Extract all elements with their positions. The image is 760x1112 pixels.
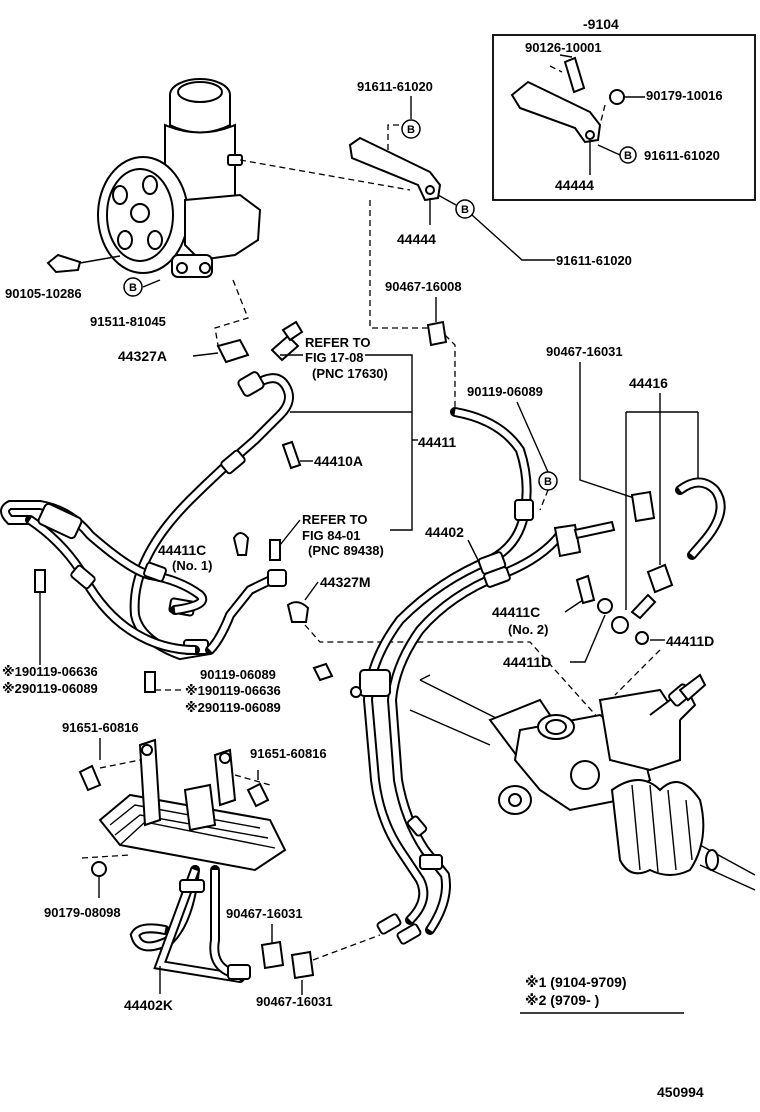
bolt-91651-b (246, 782, 270, 808)
legend-line-2: ※2 (9709- ) (525, 992, 599, 1008)
label-44327A: 44327A (118, 348, 167, 364)
label-91651-60816-b: 91651-60816 (250, 746, 327, 761)
hose-44411 (129, 371, 294, 661)
label-90467-16031-right: 90467-16031 (546, 344, 623, 359)
label-91611-61020-right: 91611-61020 (556, 253, 632, 268)
svg-text:B: B (407, 124, 415, 136)
label-90119-06089-mid: 90119-06089 (200, 667, 276, 682)
bolt-91651-a (78, 764, 102, 792)
label-91611-61020-top: 91611-61020 (357, 79, 433, 94)
cooler-tube-44402K (98, 738, 287, 983)
label-44444: 44444 (397, 231, 436, 247)
sensor-44411C-no2 (575, 574, 596, 605)
bolt-90119-left (34, 569, 46, 593)
label-44416: 44416 (629, 375, 668, 391)
clip-44327M (286, 601, 310, 623)
label-44411C-no1: 44411C (158, 542, 206, 558)
washer-44411D-b (611, 616, 629, 634)
power-steering-pump (46, 78, 262, 278)
label-44411D-b: 44411D (666, 633, 714, 649)
label-pn2-left: ※290119-06089 (2, 681, 98, 696)
inset-b-badge: B (619, 146, 637, 164)
label-90467-16031-mid: 90467-16031 (226, 906, 303, 921)
legend-line-1: ※1 (9104-9709) (525, 974, 627, 990)
refer2-line-b: FIG 84-01 (302, 528, 361, 543)
b-badge-right: B (455, 199, 475, 219)
label-44411C-no2-sub: (No. 2) (508, 622, 548, 637)
bracket-44416 (646, 563, 674, 594)
inset-title: -9104 (583, 16, 619, 32)
label-pn1-mid: ※190119-06636 (185, 683, 281, 698)
label-44410A: 44410A (314, 453, 363, 469)
label-44402K: 44402K (124, 997, 173, 1013)
refer2-line-c: (PNC 89438) (308, 543, 384, 558)
svg-text:B: B (461, 204, 469, 216)
refer1-line-c: (PNC 17630) (312, 366, 388, 381)
inset-9104: -9104 90126-10001 90179-10016 91611-6102… (492, 16, 756, 201)
steering-gear-assembly (409, 673, 756, 891)
inset-bolt-label: 90126-10001 (525, 40, 602, 55)
inset-nut-label: 90179-10016 (646, 88, 723, 103)
b-badge-top: B (401, 119, 421, 139)
b-badge-mid: B (538, 471, 558, 491)
bolt-90119-mid (312, 662, 334, 682)
label-44402: 44402 (425, 524, 464, 540)
label-44411: 44411 (418, 434, 456, 450)
inset-frame (492, 34, 756, 201)
sensor-44411C-no1 (232, 532, 250, 556)
label-pn2-mid: ※290119-06089 (185, 700, 281, 715)
label-90467-16031-bot: 90467-16031 (256, 994, 333, 1009)
inset-b-part-label: 91611-61020 (644, 148, 720, 163)
label-90467-16008: 90467-16008 (385, 279, 462, 294)
b-badge-pump: B (123, 277, 143, 297)
nut-90179-08098 (91, 861, 107, 877)
label-90179-08098: 90179-08098 (44, 905, 121, 920)
inset-bolt-part (563, 56, 586, 94)
clip-44327A (216, 338, 250, 364)
tube-44402 (350, 407, 565, 945)
return-hose-left (0, 500, 287, 655)
label-90119-06089-top: 90119-06089 (467, 384, 543, 399)
clamp-90467-16008 (426, 320, 448, 347)
inset-nut-part (609, 89, 625, 105)
label-44411C-no1-sub: (No. 1) (172, 558, 212, 573)
clamp-90467-16031-mid (260, 940, 285, 970)
inset-bracket-label: 44444 (555, 177, 594, 193)
svg-text:B: B (624, 150, 632, 162)
label-91651-60816-a: 91651-60816 (62, 720, 139, 735)
diagram-number: 450994 (657, 1084, 704, 1100)
washer-44411D-a (597, 598, 613, 614)
label-91511-81045: 91511-81045 (90, 314, 166, 329)
bolt-90105 (46, 253, 82, 274)
refer1-line-a: REFER TO (305, 335, 371, 350)
clamp-90467-16031-bot (290, 950, 315, 980)
inset-bracket-part (510, 80, 602, 144)
union-44410A (281, 440, 302, 470)
bracket-44444: 91611-61020 B 44444 B 91611-61020 (348, 79, 632, 268)
tube-fitting-right (553, 523, 582, 558)
bolt-mid-small (144, 671, 156, 693)
refer2-line-a: REFER TO (302, 512, 368, 527)
svg-text:B: B (544, 476, 552, 488)
label-pn1-left: ※190119-06636 (2, 664, 98, 679)
label-44411C-no2: 44411C (492, 604, 540, 620)
label-44327M: 44327M (320, 574, 371, 590)
label-44411D-a: 44411D (503, 654, 551, 670)
sensor-fitting (270, 334, 300, 362)
legend: ※1 (9104-9709) ※2 (9709- ) (520, 974, 684, 1014)
refer1-line-b: FIG 17-08 (305, 350, 364, 365)
clamp-90467-16031-right (630, 490, 656, 523)
svg-text:B: B (129, 282, 137, 294)
label-90105-10286: 90105-10286 (5, 286, 82, 301)
